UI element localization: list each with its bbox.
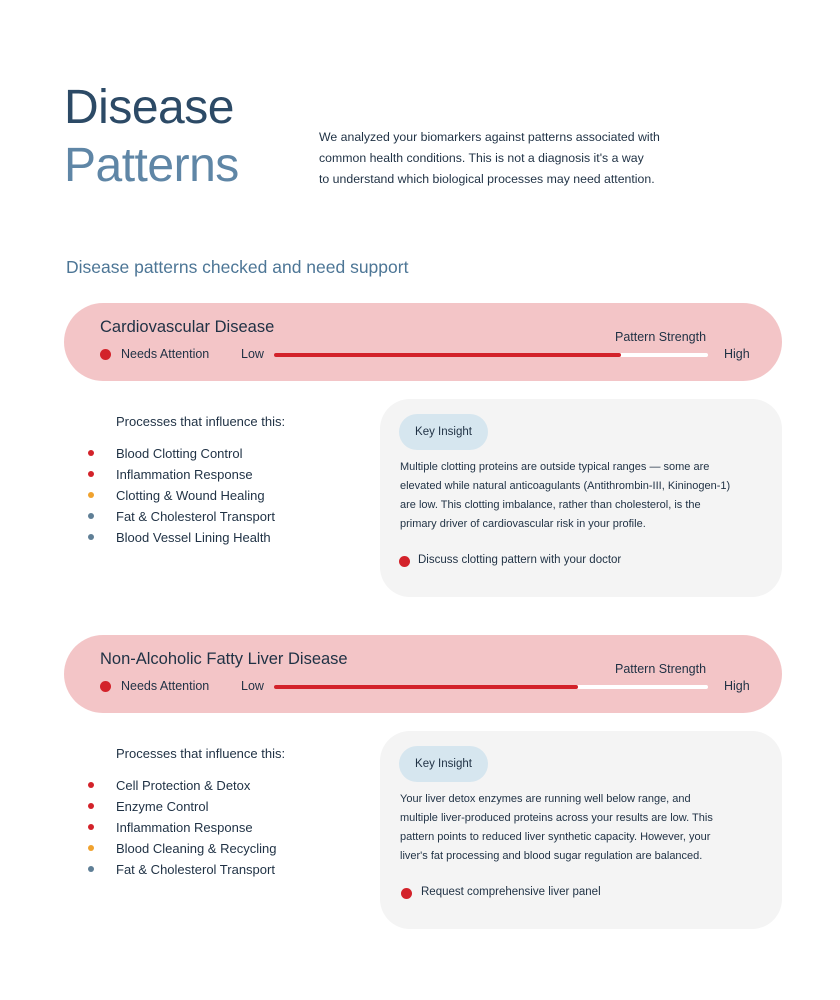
processes-title: Processes that influence this:	[116, 414, 286, 429]
insight-line: Multiple clotting proteins are outside t…	[400, 461, 710, 473]
scale-high-label: High	[724, 347, 750, 361]
pattern-strength-label: Pattern Strength	[615, 330, 707, 344]
process-label: Fat & Cholesterol Transport	[116, 509, 275, 524]
bullet-dot-icon	[88, 450, 94, 456]
key-insight-card: Key Insight Multiple clotting proteins a…	[380, 399, 782, 597]
bullet-dot-icon	[88, 803, 94, 809]
bullet-dot-icon	[88, 513, 94, 519]
key-insight-card: Key Insight Your liver detox enzymes are…	[380, 731, 782, 929]
process-item: Clotting & Wound Healing	[86, 485, 275, 506]
process-label: Clotting & Wound Healing	[116, 488, 265, 503]
pattern-strength-fill	[274, 353, 622, 357]
pattern-strength-label: Pattern Strength	[615, 662, 707, 676]
process-label: Inflammation Response	[116, 820, 253, 835]
recommended-action[interactable]: Request comprehensive liver panel	[421, 886, 601, 898]
intro-text: We analyzed your biomarkers against patt…	[319, 127, 699, 190]
status-label: Needs Attention	[121, 347, 210, 361]
process-item: Blood Clotting Control	[86, 443, 275, 464]
disease-name: Cardiovascular Disease	[100, 318, 275, 336]
status-dot-icon	[100, 681, 111, 692]
process-label: Fat & Cholesterol Transport	[116, 862, 275, 877]
insight-line: elevated while natural anticoagulants (A…	[400, 480, 731, 492]
bullet-dot-icon	[88, 845, 94, 851]
disease-name: Non-Alcoholic Fatty Liver Disease	[100, 650, 348, 668]
intro-line: common health conditions. This is not a …	[319, 151, 644, 165]
bullet-dot-icon	[88, 866, 94, 872]
insight-line: primary driver of cardiovascular risk in…	[400, 518, 646, 530]
process-item: Inflammation Response	[86, 464, 275, 485]
action-dot-icon	[401, 888, 412, 899]
page-title-line-1: Disease	[64, 81, 234, 134]
scale-high-label: High	[724, 679, 750, 693]
process-label: Cell Protection & Detox	[116, 778, 251, 793]
process-label: Blood Clotting Control	[116, 446, 243, 461]
disease-card-nafld[interactable]: Non-Alcoholic Fatty Liver Disease Needs …	[64, 635, 782, 713]
key-insight-badge: Key Insight	[399, 414, 488, 450]
process-item: Cell Protection & Detox	[86, 775, 276, 796]
process-item: Enzyme Control	[86, 796, 276, 817]
insight-text: Your liver detox enzymes are running wel…	[400, 790, 770, 866]
process-list: Blood Clotting Control Inflammation Resp…	[86, 443, 275, 548]
insight-line: are low. This clotting imbalance, rather…	[400, 499, 701, 511]
process-label: Enzyme Control	[116, 799, 209, 814]
processes-title: Processes that influence this:	[116, 746, 286, 761]
bullet-dot-icon	[88, 782, 94, 788]
insight-line: pattern points to reduced liver syntheti…	[400, 831, 711, 843]
status-dot-icon	[100, 349, 111, 360]
disease-card-cardiovascular[interactable]: Cardiovascular Disease Needs Attention P…	[64, 303, 782, 381]
process-label: Blood Vessel Lining Health	[116, 530, 271, 545]
insight-text: Multiple clotting proteins are outside t…	[400, 458, 770, 534]
scale-low-label: Low	[241, 679, 264, 693]
insight-line: liver's fat processing and blood sugar r…	[400, 850, 703, 862]
pattern-strength-bar	[274, 685, 708, 689]
bullet-dot-icon	[88, 492, 94, 498]
pattern-strength-fill	[274, 685, 578, 689]
insight-line: Your liver detox enzymes are running wel…	[400, 793, 691, 805]
process-item: Fat & Cholesterol Transport	[86, 506, 275, 527]
scale-low-label: Low	[241, 347, 264, 361]
process-item: Fat & Cholesterol Transport	[86, 859, 276, 880]
recommended-action[interactable]: Discuss clotting pattern with your docto…	[418, 554, 622, 566]
process-label: Inflammation Response	[116, 467, 253, 482]
page-title-line-2: Patterns	[64, 139, 239, 192]
process-label: Blood Cleaning & Recycling	[116, 841, 277, 856]
key-insight-badge: Key Insight	[399, 746, 488, 782]
bullet-dot-icon	[88, 824, 94, 830]
process-item: Blood Cleaning & Recycling	[86, 838, 276, 859]
section-heading: Disease patterns checked and need suppor…	[66, 257, 409, 277]
intro-line: to understand which biological processes…	[319, 172, 655, 186]
status-label: Needs Attention	[121, 679, 210, 693]
process-item: Blood Vessel Lining Health	[86, 527, 275, 548]
insight-line: multiple liver-produced proteins across …	[400, 812, 713, 824]
process-item: Inflammation Response	[86, 817, 276, 838]
pattern-strength-bar	[274, 353, 708, 357]
intro-line: We analyzed your biomarkers against patt…	[319, 130, 660, 144]
bullet-dot-icon	[88, 471, 94, 477]
process-list: Cell Protection & Detox Enzyme Control I…	[86, 775, 276, 880]
action-dot-icon	[399, 556, 410, 567]
bullet-dot-icon	[88, 534, 94, 540]
